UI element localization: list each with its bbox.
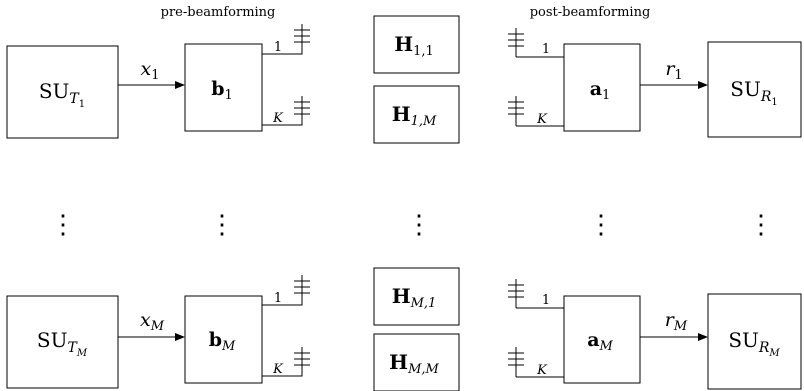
ellipsis-receivers: ⋮ [748,210,774,240]
svg-text:H1,1: H1,1 [394,32,434,59]
pre-beamforming-header: pre-beamforming [161,5,276,20]
svg-text:SUR1: SUR1 [730,77,777,108]
channel-HM1: HM,1 [373,267,460,326]
arrowhead-xM [175,333,185,341]
svg-text:aM: aM [587,329,613,354]
channel-H11: H1,1 [373,15,460,74]
antenna-label-aM-K: K [536,363,548,378]
antenna-icon [294,24,310,54]
svg-text:bM: bM [209,329,236,354]
signal-xM: xM [140,309,165,334]
antenna-icon [294,347,310,376]
ellipsis-combiners: ⋮ [588,210,614,240]
channel-H1M: H1,M [373,85,460,144]
receiver-1: SUR1 [707,41,802,138]
combiner-a1: a1 [563,43,641,132]
antenna-label-b1-1: 1 [274,40,282,55]
arrowhead-r1 [698,81,708,89]
precoder-bM: bM [184,295,263,384]
svg-text:HM,M: HM,M [389,350,439,377]
antenna-icon [508,96,524,126]
antenna-label-bM-1: 1 [274,291,282,306]
antenna-icon [508,28,524,57]
antenna-icon [294,96,310,125]
antenna-label-a1-1: 1 [542,42,550,57]
antenna-icon [294,275,310,305]
svg-text:SUT1: SUT1 [39,79,85,110]
output-rM: rM [665,309,688,334]
arrowhead-x1 [175,81,185,89]
svg-text:SUTM: SUTM [37,328,88,359]
svg-text:HM,1: HM,1 [392,284,437,311]
transmitter-M: SUTM [6,295,119,389]
antenna-label-bM-K: K [272,362,284,377]
signal-x1: x1 [141,58,160,83]
arrowhead-rM [698,333,708,341]
channel-HMM: HM,M [373,333,460,391]
transmitter-1: SUT1 [6,45,119,139]
post-beamforming-header: post-beamforming [530,5,651,20]
precoder-b1: b1 [184,43,263,132]
antenna-label-b1-K: K [272,111,284,126]
antenna-label-a1-K: K [536,112,548,127]
antenna-icon [508,279,524,308]
ellipsis-transmitters: ⋮ [50,210,76,240]
ellipsis-channels: ⋮ [406,210,432,240]
ellipsis-precoders: ⋮ [209,210,235,240]
output-r1: r1 [665,58,682,83]
svg-text:SURM: SURM [728,328,780,359]
svg-text:H1,M: H1,M [392,102,437,129]
antenna-icon [508,347,524,377]
svg-text:a1: a1 [590,78,611,103]
svg-text:b1: b1 [211,78,233,103]
combiner-aM: aM [563,295,641,384]
antenna-label-aM-1: 1 [542,293,550,308]
receiver-M: SURM [707,293,802,390]
